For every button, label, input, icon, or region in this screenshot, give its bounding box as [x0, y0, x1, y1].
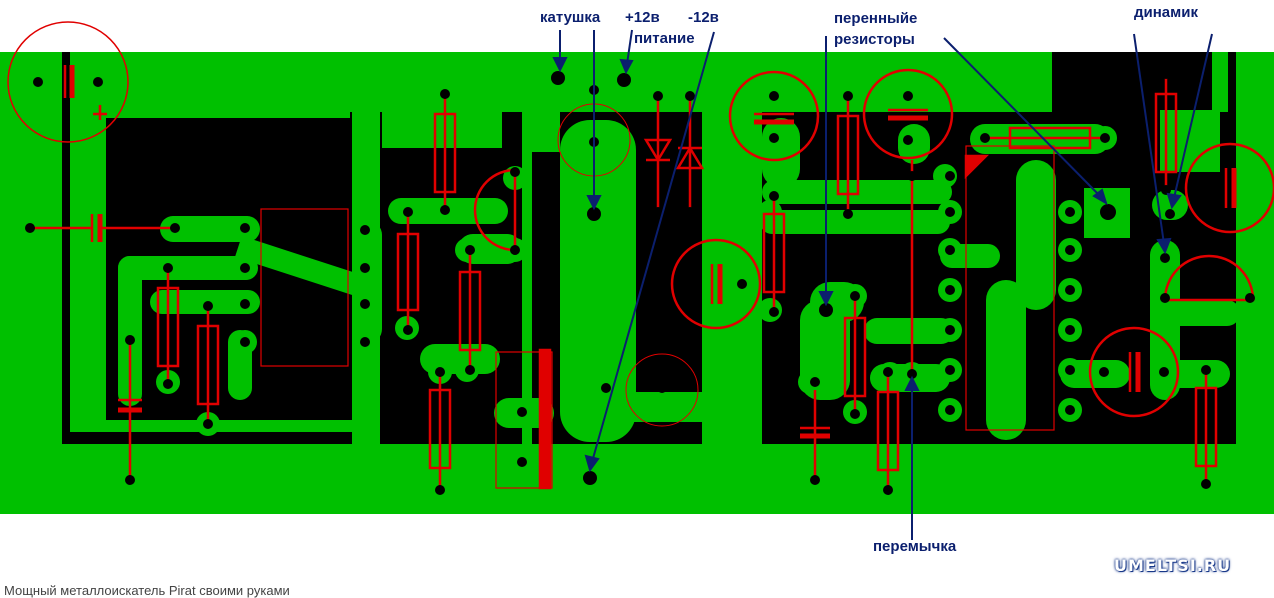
- label-speaker: динамик: [1134, 4, 1198, 21]
- label-coil: катушка: [540, 9, 601, 26]
- label-variable-resistors-2: резисторы: [834, 31, 915, 48]
- label-plus12: +12в: [625, 9, 660, 26]
- components: [7, 21, 1274, 490]
- drill-holes: [25, 69, 1255, 495]
- label-jumper: перемычка: [873, 538, 957, 555]
- image-caption: Мощный металлоискатель Pirat своими рука…: [4, 583, 290, 598]
- label-variable-resistors-1: перенныйе: [834, 10, 918, 27]
- annotation-arrows: [552, 29, 1213, 540]
- label-power: питание: [634, 30, 695, 47]
- site-watermark: UMELTSI.RU: [1114, 556, 1232, 575]
- label-minus12: -12в: [688, 9, 719, 26]
